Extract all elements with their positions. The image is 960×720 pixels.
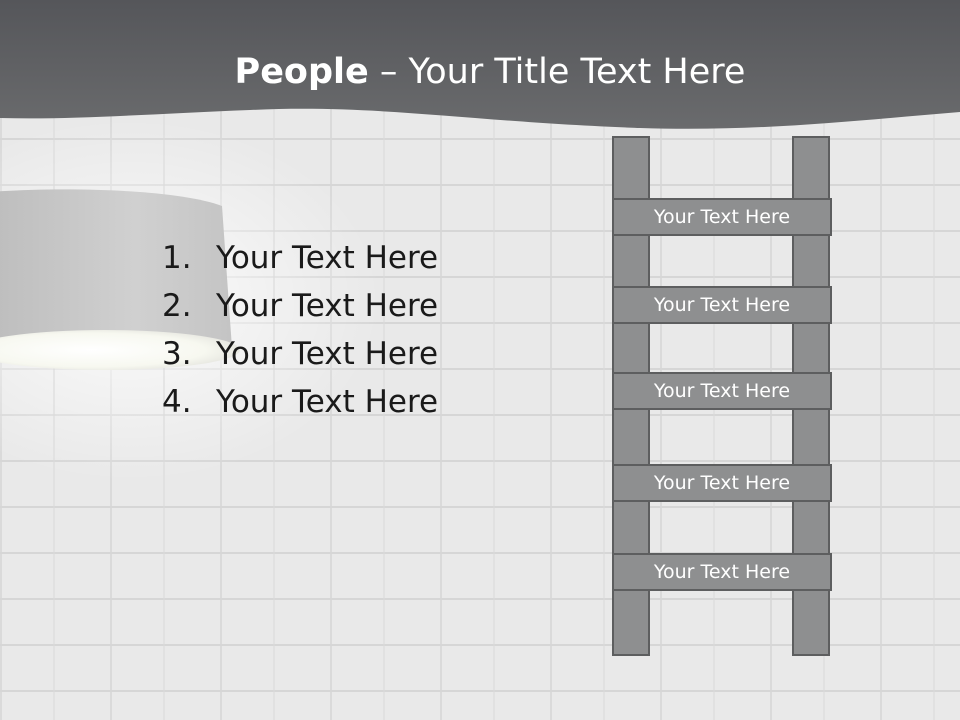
ladder-rung-2: Your Text Here: [612, 286, 832, 324]
ladder-rung-4: Your Text Here: [612, 464, 832, 502]
list-item: 4. Your Text Here: [162, 378, 438, 426]
ladder-rung-3: Your Text Here: [612, 372, 832, 410]
ladder-rung-1: Your Text Here: [612, 198, 832, 236]
list-number: 2.: [162, 288, 192, 324]
list-text: Your Text Here: [216, 288, 439, 324]
numbered-list: 1. Your Text Here 2. Your Text Here 3. Your…: [162, 234, 438, 426]
list-item: 1. Your Text Here: [162, 234, 438, 282]
list-text: Your Text Here: [216, 336, 439, 372]
list-number: 4.: [162, 384, 192, 420]
list-number: 1.: [162, 240, 192, 276]
list-text: Your Text Here: [216, 240, 439, 276]
header-band: [0, 0, 960, 140]
title-bold: People: [234, 52, 369, 92]
ladder-rung-5: Your Text Here: [612, 553, 832, 591]
list-item: 3. Your Text Here: [162, 330, 438, 378]
list-item: 2. Your Text Here: [162, 282, 438, 330]
list-text: Your Text Here: [216, 384, 439, 420]
page-title: People – Your Title Text Here: [0, 52, 960, 92]
title-rest: – Your Title Text Here: [368, 52, 746, 92]
pendant-lamp: [0, 188, 240, 373]
list-number: 3.: [162, 336, 192, 372]
